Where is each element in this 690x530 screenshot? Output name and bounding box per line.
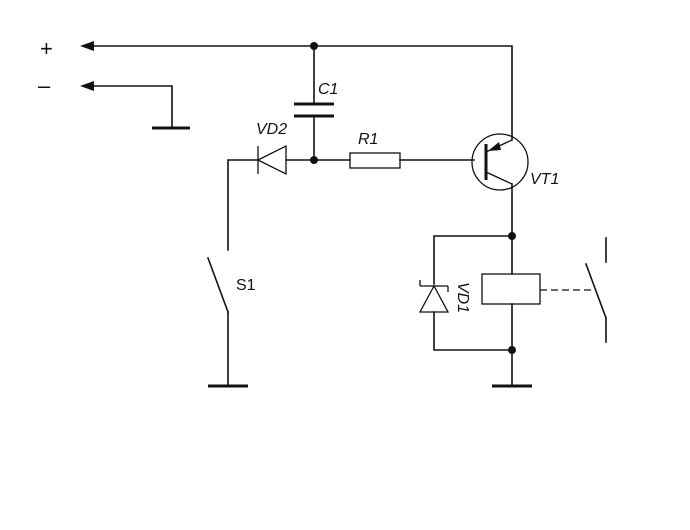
vd2-diode-triangle (256, 144, 287, 176)
plus-terminal-arrow (80, 41, 94, 51)
vt1-label: VT1 (530, 171, 559, 188)
positive-rail (93, 45, 513, 141)
vd1-branch-top (433, 235, 513, 285)
vd1-branch-bottom (433, 311, 513, 351)
vt1-collector-lead (485, 171, 513, 185)
vt1-transistor-body (471, 133, 529, 191)
minus-terminal-arrow (80, 81, 94, 91)
vd2-lead-left (227, 159, 259, 251)
c1-label: C1 (318, 81, 338, 98)
s1-switch-blade (206, 256, 230, 314)
relay-coil (481, 273, 541, 305)
negative-rail (93, 85, 173, 129)
r1-resistor-body (349, 152, 401, 169)
r1-label: R1 (358, 131, 378, 148)
vd2-label: VD2 (256, 121, 287, 138)
vd1-diode-triangle (418, 284, 450, 313)
s1-label: S1 (236, 277, 256, 294)
vd1-label: VD1 (454, 282, 471, 313)
plus-terminal-label: + (40, 36, 53, 61)
minus-terminal-label: – (38, 73, 51, 98)
relay-contact-blade (584, 262, 608, 320)
vt1-emitter-arrow (488, 142, 501, 151)
